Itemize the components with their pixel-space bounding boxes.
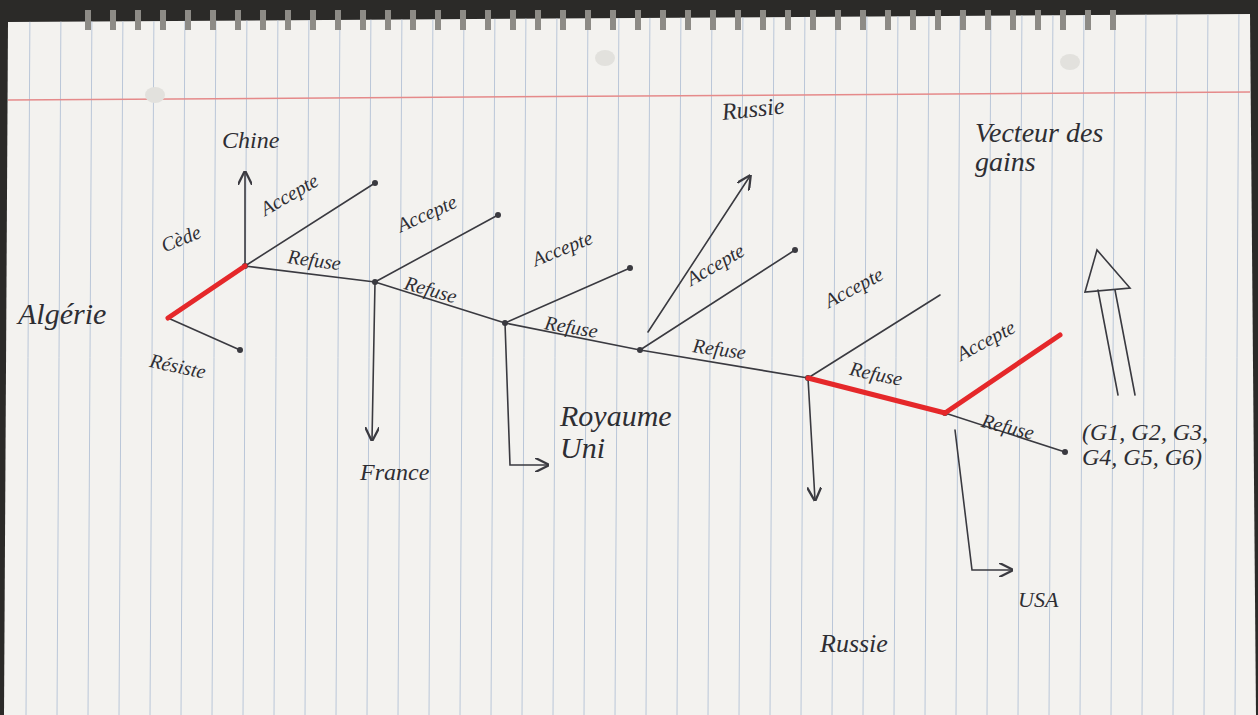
player-name: France xyxy=(360,460,429,485)
player-name: Royaume Uni xyxy=(560,400,690,463)
payoff-heading: Vecteur des gains xyxy=(975,118,1125,177)
player-name: Algérie xyxy=(18,298,106,330)
payoff-vector: (G1, G2, G3, G4, G5, G6) xyxy=(1082,420,1247,470)
player-name: Russie xyxy=(820,630,888,657)
player-name: Chine xyxy=(222,128,279,153)
player-name: USA xyxy=(1018,588,1058,611)
